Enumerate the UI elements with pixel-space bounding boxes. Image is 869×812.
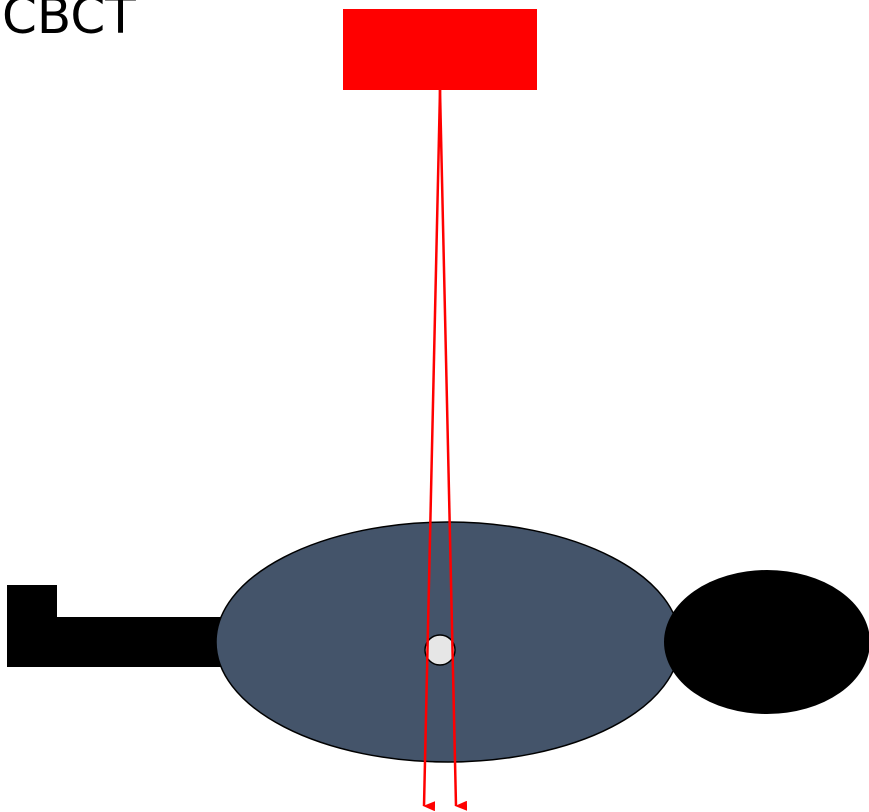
isocenter-marker: [424, 634, 456, 666]
patient-legs: [7, 585, 233, 667]
cone-beam: [422, 89, 468, 812]
patient-head: [664, 570, 869, 714]
x-ray-source: [343, 9, 537, 90]
diagram-title: CBCT: [2, 0, 136, 45]
beam-ray-left: [422, 89, 442, 812]
beam-ray-right: [438, 89, 468, 811]
